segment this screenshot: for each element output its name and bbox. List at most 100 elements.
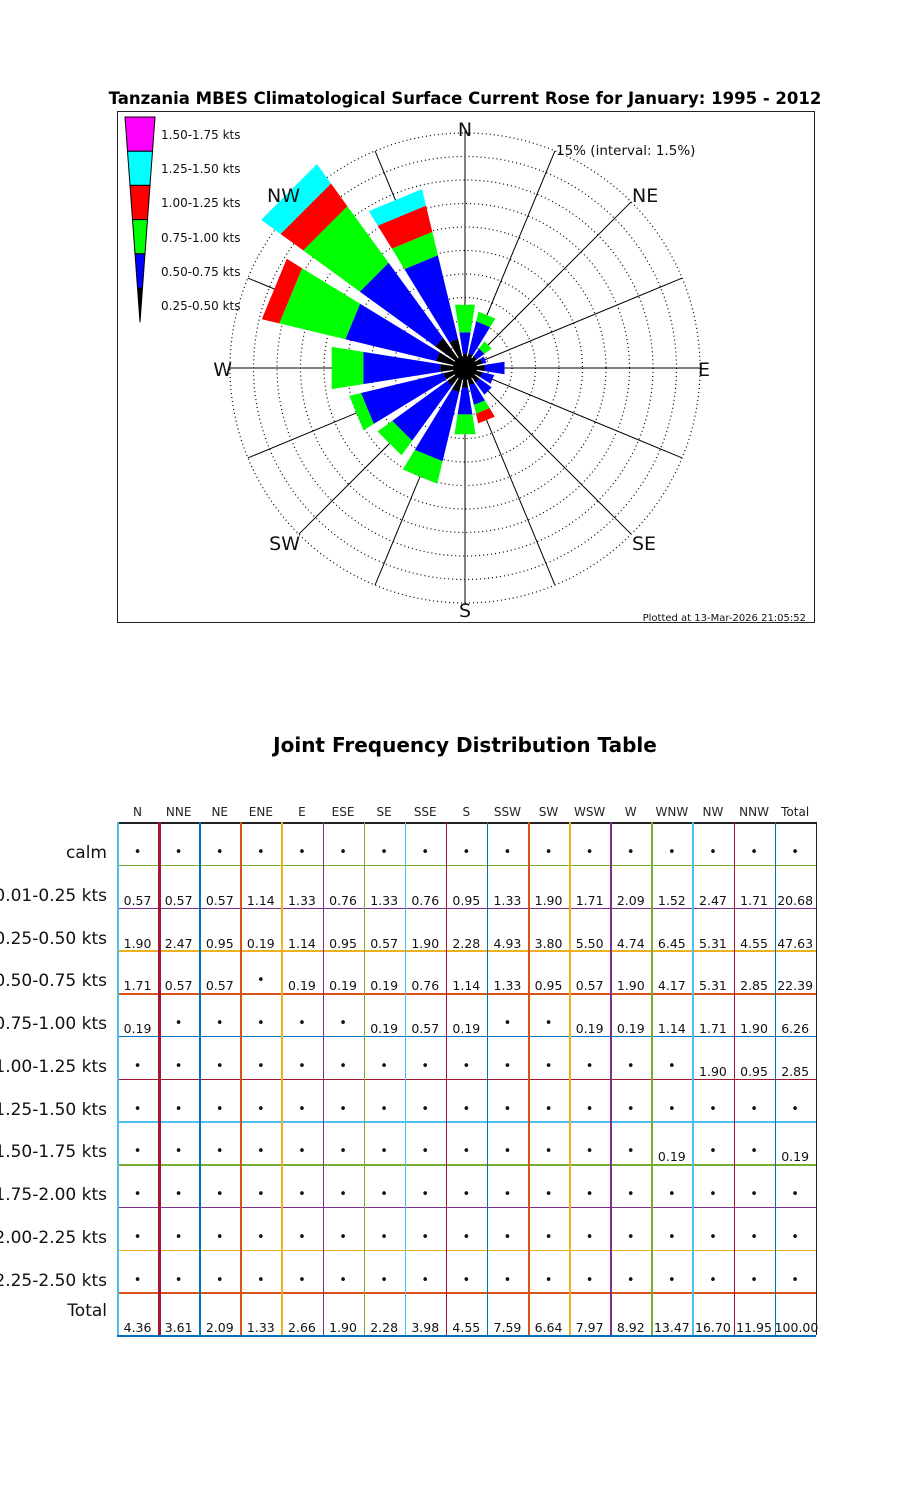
- table-cell: •: [421, 845, 430, 860]
- table-cell: •: [709, 1187, 717, 1202]
- table-cell: •: [257, 1144, 265, 1160]
- plot-timestamp: Plotted at 13-Mar-2026 21:05:52: [643, 613, 806, 624]
- table-cell: •: [544, 1229, 553, 1245]
- rose-wedge-nnw-band-4: [368, 189, 426, 226]
- legend-swatch-0: [124, 116, 156, 152]
- table-cell: 6.45: [657, 935, 686, 951]
- table-cell: 100.00: [774, 1320, 819, 1336]
- table-cell: 16.70: [695, 1320, 731, 1336]
- table-cell: 0.19: [370, 1021, 399, 1036]
- table-cell: 0.95: [329, 935, 357, 951]
- table-cell: •: [503, 1058, 512, 1074]
- table-cell: •: [544, 845, 553, 860]
- column-header: WSW: [573, 805, 606, 819]
- table-cell: •: [626, 1144, 635, 1160]
- table-cell: 1.90: [534, 892, 563, 908]
- rose-wedge-nnw-band-3: [377, 205, 433, 249]
- column-header: NNE: [165, 805, 192, 819]
- rose-title: Tanzania MBES Climatological Surface Cur…: [108, 89, 822, 108]
- table-cell: 0.57: [164, 978, 193, 994]
- rose-wedge-nne-band-1: [468, 321, 491, 356]
- table-cell: •: [174, 1101, 183, 1117]
- table-cell: •: [339, 1058, 347, 1074]
- table-cell: •: [462, 1058, 471, 1074]
- table-cell: •: [339, 1101, 347, 1117]
- table-cell: 0.95: [205, 935, 234, 951]
- table-cell: •: [503, 1272, 512, 1288]
- legend-label: 0.75-1.00 kts: [161, 230, 241, 245]
- table-cell: •: [380, 1272, 388, 1288]
- column-header: WNW: [655, 805, 689, 819]
- rose-wedge-nnw-band-2: [391, 231, 438, 270]
- table-cell: •: [585, 1101, 594, 1117]
- row-label: 0.01-0.25 kts: [0, 885, 107, 906]
- table-cell: 0.19: [288, 978, 316, 994]
- rose-wedge-sse-band-1: [469, 383, 485, 405]
- rose-wedge-wnw-band-2: [279, 268, 361, 340]
- table-cell: •: [750, 1144, 758, 1160]
- table-cell: •: [544, 1016, 553, 1031]
- table-cell: •: [709, 1229, 717, 1245]
- table-cell: •: [133, 1187, 142, 1202]
- row-label: 0.75-1.00 kts: [0, 1014, 107, 1034]
- table-cell: 1.71: [123, 978, 152, 994]
- table-cell: •: [298, 1144, 306, 1160]
- table-title: Joint Frequency Distribution Table: [273, 733, 657, 757]
- table-cell: 1.71: [740, 892, 768, 908]
- table-cell: 3.61: [164, 1320, 193, 1336]
- rose-wedge-ese-band-1: [480, 372, 495, 384]
- table-cell: 0.19: [123, 1021, 152, 1036]
- table-cell: 1.52: [657, 892, 686, 908]
- table-cell: 1.90: [329, 1320, 357, 1336]
- rose-wedge-sse-band-3: [476, 408, 495, 424]
- table-vline: [651, 822, 653, 1335]
- table-cell: 1.33: [493, 978, 522, 994]
- row-label: 1.50-1.75 kts: [0, 1142, 107, 1163]
- table-cell: •: [462, 1229, 471, 1245]
- table-cell: 2.28: [452, 935, 481, 951]
- table-hline: [117, 1078, 816, 1080]
- table-cell: 0.57: [370, 935, 399, 951]
- table-vline: [610, 822, 612, 1335]
- table-cell: •: [626, 1101, 635, 1117]
- table-cell: •: [668, 1187, 676, 1202]
- table-cell: •: [421, 1058, 430, 1074]
- rose-wedge-e-band-1: [484, 361, 505, 375]
- table-cell: •: [215, 1229, 224, 1245]
- plot-frame: [117, 111, 815, 623]
- table-cell: 3.98: [411, 1320, 440, 1336]
- column-header: NNW: [739, 805, 769, 819]
- table-cell: 2.66: [288, 1320, 316, 1336]
- table-cell: 5.50: [575, 935, 604, 951]
- table-cell: 2.85: [781, 1063, 810, 1079]
- table-cell: •: [174, 1016, 183, 1031]
- table-cell: •: [585, 1187, 594, 1202]
- table-cell: 4.55: [452, 1320, 481, 1336]
- table-cell: 4.74: [616, 935, 645, 951]
- table-vline: [281, 822, 283, 1335]
- table-cell: •: [709, 1144, 717, 1160]
- table-cell: •: [421, 1101, 430, 1117]
- legend-swatch-5: [136, 287, 144, 323]
- table-cell: 20.68: [777, 892, 814, 908]
- table-vline: [199, 822, 201, 1335]
- column-header: SW: [538, 805, 559, 819]
- table-cell: 0.57: [205, 978, 234, 994]
- rose-wedge-ene-band-1: [480, 356, 487, 364]
- table-cell: 22.39: [777, 978, 814, 994]
- table-cell: 8.92: [616, 1320, 645, 1336]
- table-cell: 1.90: [740, 1021, 768, 1036]
- table-cell: 6.64: [534, 1320, 563, 1336]
- table-cell: •: [626, 1229, 635, 1245]
- table-cell: 2.85: [740, 978, 768, 994]
- rose-wedge-n-band-1: [459, 332, 471, 354]
- compass-label-e: E: [698, 359, 710, 381]
- table-cell: 0.19: [246, 935, 275, 951]
- table-cell: •: [215, 1144, 224, 1160]
- table-cell: 0.19: [329, 978, 357, 994]
- compass-label-s: S: [459, 600, 471, 622]
- legend-swatch-1: [126, 150, 154, 186]
- table-cell: 47.63: [777, 935, 814, 951]
- table-cell: •: [339, 1187, 347, 1202]
